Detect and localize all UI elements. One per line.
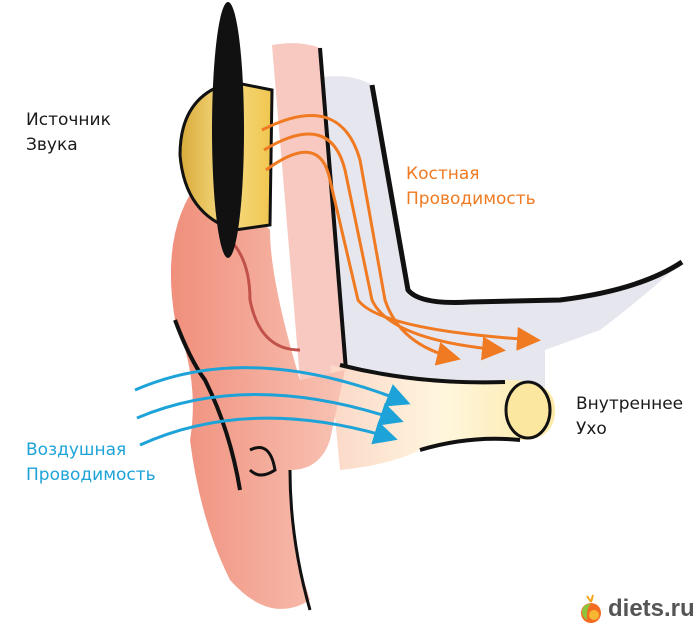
bone-outline: [369, 84, 684, 305]
sound-source-label: Источник Звука: [26, 108, 111, 158]
air-arrow: [136, 393, 404, 426]
watermark: diets.ru: [578, 594, 695, 624]
bone-arrow: [265, 150, 541, 351]
label-line: Звука: [26, 135, 78, 155]
label-line: Проводимость: [406, 189, 536, 209]
eardrum: [504, 380, 552, 440]
bone-arrow: [263, 132, 506, 361]
label-line: Воздушная: [26, 440, 127, 460]
inner-ear-label: Внутреннее Ухо: [576, 392, 683, 442]
apple-logo-icon: [581, 594, 601, 623]
watermark-text: diets.ru: [608, 595, 695, 622]
air-arrow: [134, 366, 411, 407]
label-line: Источник: [26, 110, 111, 130]
headphone-band: [212, 2, 244, 258]
air-conduction-label: Воздушная Проводимость: [26, 438, 156, 488]
air-arrow: [139, 416, 398, 447]
bone-conduction-label: Костная Проводимость: [406, 162, 536, 212]
label-line: Проводимость: [26, 465, 156, 485]
bone-arrow: [261, 114, 461, 366]
label-line: Костная: [406, 164, 480, 184]
label-line: Внутреннее: [576, 394, 684, 414]
skull-bone: [315, 76, 682, 431]
label-line: Ухо: [576, 419, 607, 439]
skull-strip: [272, 43, 346, 380]
